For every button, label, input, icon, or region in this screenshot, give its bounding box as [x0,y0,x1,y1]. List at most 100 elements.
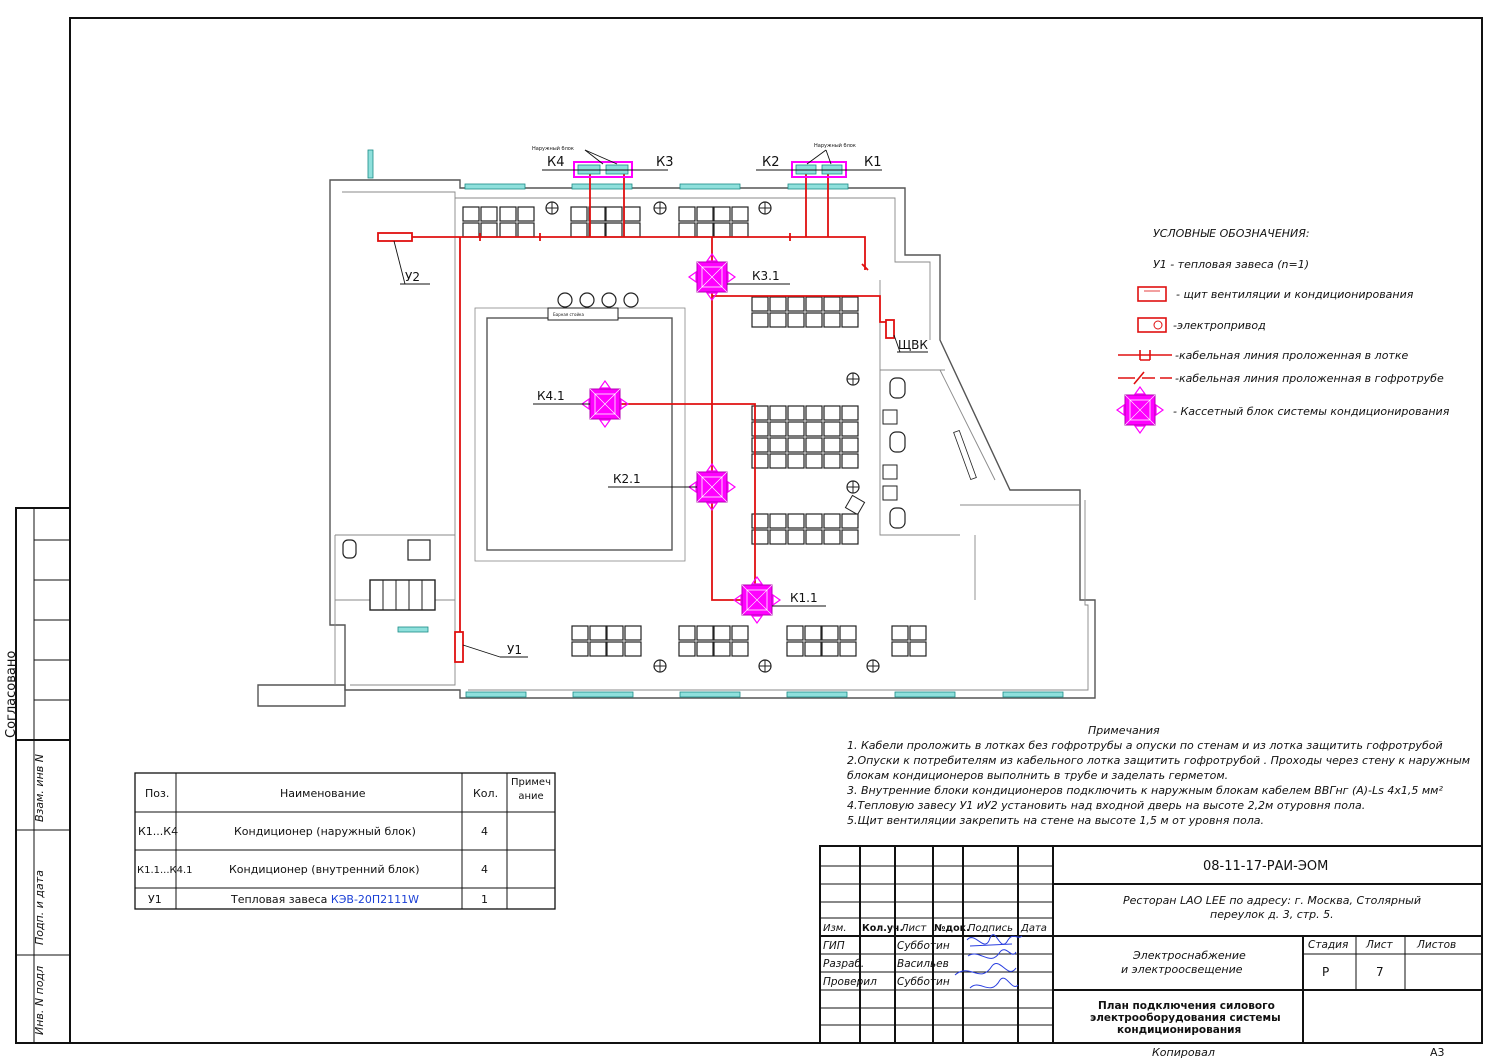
legend-item-actuator: -электропривод [1173,319,1266,332]
note-line: 3. Внутренние блоки кондиционеров подклю… [847,784,1443,797]
lamp-icon [653,659,667,673]
tb-col-sign: Подпись [968,923,1013,934]
inner-wall-bottom [468,500,1089,691]
heat-curtain-u2: У2 [377,232,430,285]
table-group [823,513,859,545]
entrance-step [257,684,346,707]
outdoor-units-left: Наружный блок К4 К3 [532,145,674,178]
diagonal-wall [939,369,996,481]
legend-title: УСЛОВНЫЕ ОБОЗНАЧЕНИЯ: [1153,227,1310,240]
urinal [882,409,898,425]
agreed-label: Согласовано [4,651,19,738]
tray-marks [479,233,869,271]
toilet [889,507,906,529]
sheet-value: 7 [1376,965,1384,979]
section-line1: Электроснабжение [1132,949,1246,962]
note-line: 4.Тепловую завесу У1 иУ2 установить над … [847,799,1365,812]
unit-k2-1-label: К2.1 [613,472,641,486]
window [397,626,429,633]
tb-col-izm: Изм. [823,923,847,934]
floor-plan: Барная стойка [257,149,1096,707]
spec-header-note-box: Примечание [511,777,551,802]
sink [407,539,431,561]
sheet-title-1: План подключения силового [1098,1000,1275,1012]
spec-row-name: Кондиционер (внутренний блок) [229,863,420,876]
table-group [499,206,535,238]
table-group [751,513,787,545]
table-group [678,206,714,238]
stool [601,292,617,308]
cable-k2-k1 [805,170,829,237]
inner-wall-left [342,191,456,686]
spec-row-name: Тепловая завеса КЭВ-20П2111W [230,893,419,906]
lamp-icon [758,201,772,215]
legend-cassette-icon [1116,386,1164,434]
lockers [369,579,436,611]
doc-code: 08-11-17-РАИ-ЭОМ [1203,859,1328,874]
table-group [713,206,749,238]
object-line1: Ресторан LAO LEE по адресу: г. Москва, С… [1123,894,1421,907]
tb-person: Субботин [897,976,950,988]
side-stamp: Согласовано Взам. инв N Подп. и дата Инв… [4,507,71,1044]
table-group [823,405,859,437]
table-group [823,437,859,469]
lamp-icon [846,480,860,494]
window [679,183,741,190]
bar-counter [547,307,619,321]
legend-item-curtain: У1 - тепловая завеса (n=1) [1153,258,1309,271]
spec-table: Поз. Наименование Кол. Примечание К1...К… [134,772,556,910]
cable-tray-main [408,236,866,270]
table-group [713,625,749,657]
table-group [606,625,642,657]
electrical-panel: ЩВК [885,319,928,353]
table-group [787,513,823,545]
tb-role: Проверил [823,976,877,988]
counter-label: Барная стойка [553,312,584,317]
note-line: 2.Опуски к потребителям из кабельного ло… [847,754,1470,767]
table-group [891,625,927,657]
legend-item-panel: - щит вентиляции и кондиционирования [1176,288,1414,301]
window [367,149,374,179]
u1-label: У1 [507,643,522,657]
unit-k2-label: К2 [762,155,780,170]
toilet [889,431,906,453]
spec-header-qty: Кол. [473,787,498,800]
counter-diag [953,429,977,481]
section-line2: и электроосвещение [1121,963,1243,976]
u2-label: У2 [405,270,420,284]
cassette-k3-1 [688,253,736,301]
signature-scribbles [954,934,1023,989]
sheet-title-3: кондиционирования [1117,1024,1241,1036]
stool [557,292,573,308]
sheet-title-2: электрооборудования системы [1090,1012,1281,1024]
tb-col-koluch: Кол.уч. [862,923,903,934]
sheets-label: Листов [1416,939,1456,951]
table-group [786,625,822,657]
lamp-icon [758,659,772,673]
window [1002,691,1064,698]
unit-k4-label: К4 [547,155,565,170]
cable-k4-1 [605,403,756,600]
outdoor-units-right: Наружный блок К2 К1 [756,142,882,178]
spec-row-model: КЭВ-20П2111W [331,893,419,906]
spec-row-qty: 4 [481,825,488,838]
stage-label: Стадия [1308,939,1348,951]
lamp-icon [866,659,880,673]
table-group [751,296,787,328]
table-group [787,296,823,328]
legend-tray-icon [1118,350,1172,361]
object-line2: переулок д. 3, стр. 5. [1210,908,1334,921]
stamp-replace-inv: Взам. инв N [33,754,46,822]
sheet-label: Лист [1365,939,1393,951]
toilet [342,539,357,559]
heat-curtain-u1: У1 [454,631,528,663]
tb-col-ndok: №док. [934,923,970,934]
spec-row-qty: 1 [481,893,488,906]
cassette-k1-1 [733,576,781,624]
legend-corrugated-icon [1118,371,1172,385]
stool [623,292,639,308]
spec-header-note: Примечание [511,777,551,802]
spec-header-pos: Поз. [145,787,169,800]
lamp-icon [846,372,860,386]
